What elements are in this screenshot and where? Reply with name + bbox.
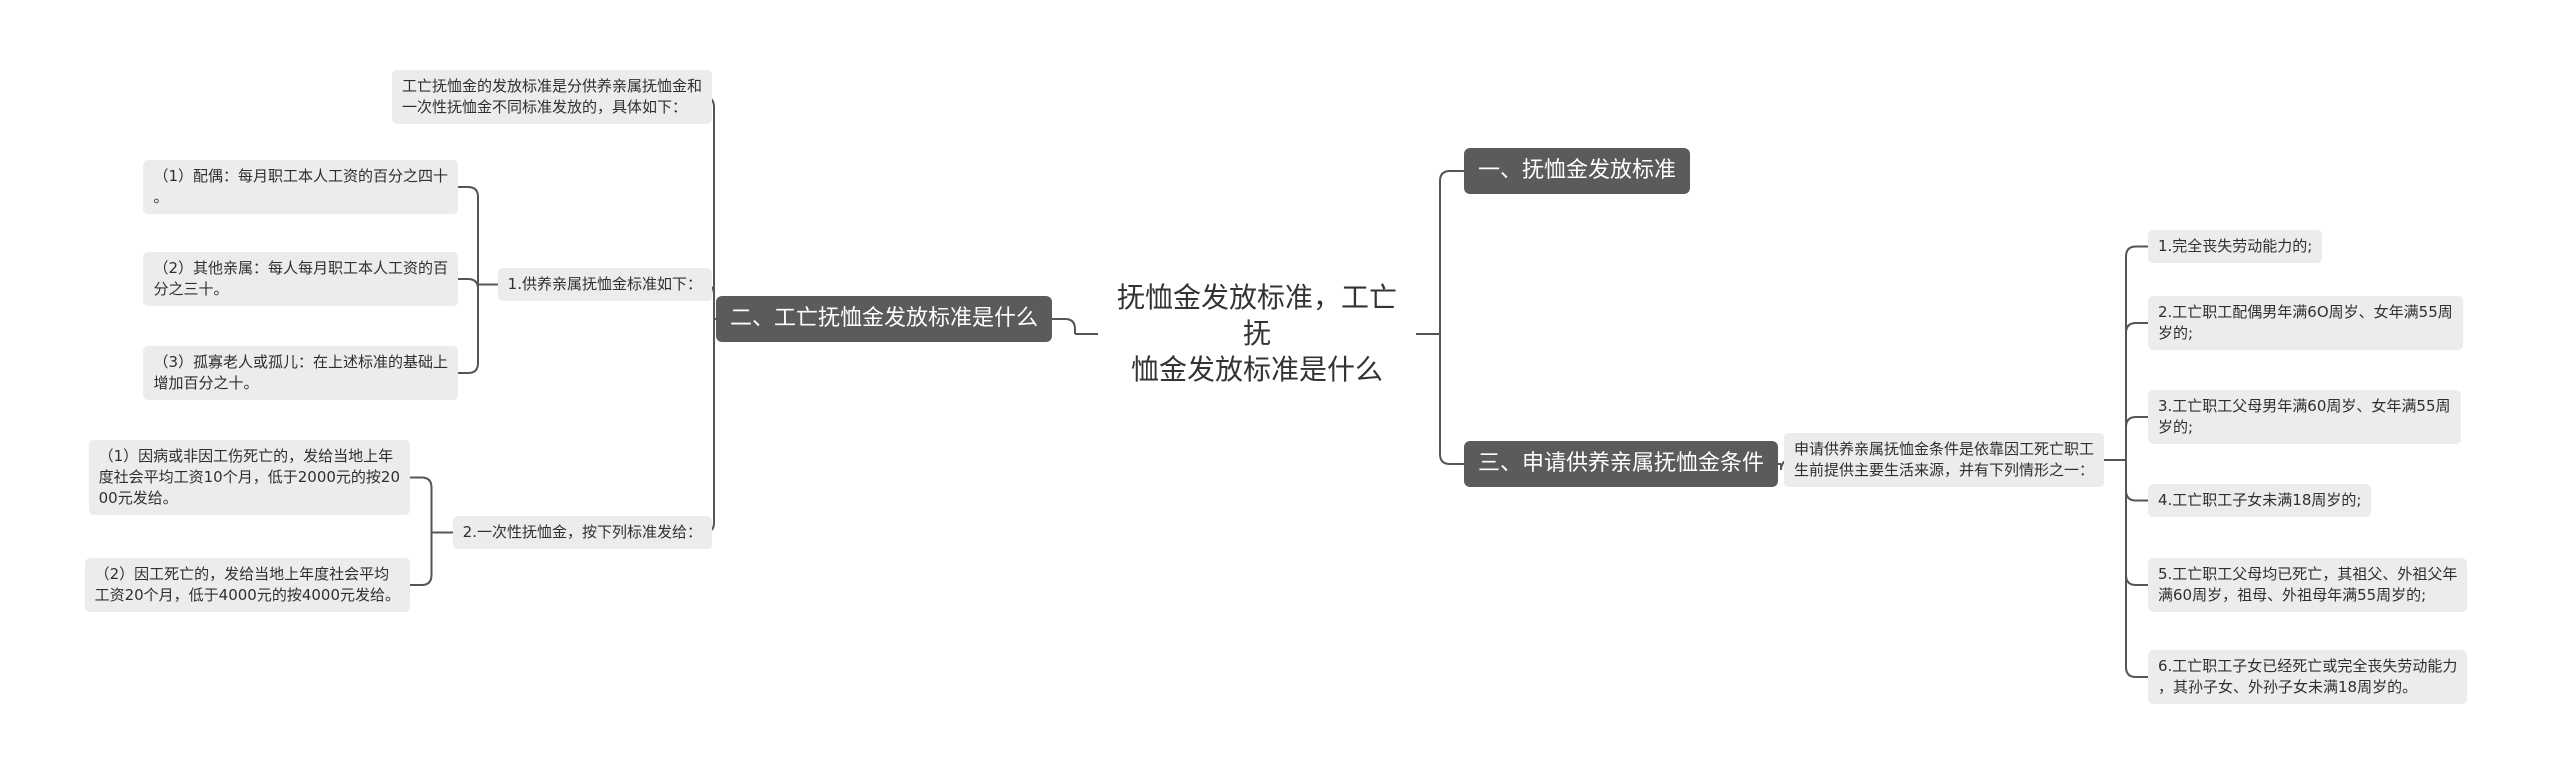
- sub-branch-dependents-pension: 1.供养亲属抚恤金标准如下：: [497, 268, 712, 301]
- root-topic: 抚恤金发放标准，工亡抚 恤金发放标准是什么: [1098, 276, 1416, 392]
- connector-line: [2125, 460, 2148, 502]
- dependents-item: （1）配偶：每月职工本人工资的百分之四十 。: [143, 160, 458, 214]
- condition-item: 1.完全丧失劳动能力的;: [2148, 230, 2323, 263]
- condition-item: 3.工亡职工父母男年满60周岁、女年满55周 岁的;: [2148, 390, 2461, 444]
- dependents-item: （3）孤寡老人或孤儿：在上述标准的基础上 增加百分之十。: [143, 346, 458, 400]
- connector-line: [1052, 318, 1076, 334]
- condition-item: 4.工亡职工子女未满18周岁的;: [2148, 484, 2372, 517]
- lump-sum-item: （2）因工死亡的，发给当地上年度社会平均 工资20个月，低于4000元的按400…: [84, 558, 410, 612]
- connector-line: [1439, 334, 1464, 465]
- connector-line: [458, 278, 479, 290]
- connector-line: [2125, 322, 2148, 460]
- connector-line: [2125, 460, 2148, 586]
- connector-line: [458, 186, 479, 285]
- connector-line: [2125, 460, 2148, 678]
- condition-item: 2.工亡职工配偶男年满6O周岁、女年满55周 岁的;: [2148, 296, 2463, 350]
- connector-line: [2125, 245, 2148, 460]
- pension-intro: 工亡抚恤金的发放标准是分供养亲属抚恤金和 一次性抚恤金不同标准发放的，具体如下：: [391, 70, 712, 124]
- sub-branch-lump-sum-pension: 2.一次性抚恤金，按下列标准发给：: [452, 516, 712, 549]
- branch-1-payout-standard[interactable]: 一、抚恤金发放标准: [1464, 148, 1691, 194]
- connector-line: [1439, 170, 1464, 334]
- dependents-item: （2）其他亲属：每人每月职工本人工资的百 分之三十。: [143, 252, 458, 306]
- connector-line: [2125, 416, 2148, 460]
- connector-line: [458, 284, 479, 374]
- connector-line: [410, 532, 433, 586]
- conditions-intro: 申请供养亲属抚恤金条件是依靠因工死亡职工 生前提供主要生活来源，并有下列情形之一…: [1784, 433, 2105, 487]
- connector-line: [410, 476, 433, 533]
- condition-item: 6.工亡职工子女已经死亡或完全丧失劳动能力 ，其孙子女、外孙子女未满18周岁的。: [2148, 650, 2468, 704]
- branch-3-application-conditions[interactable]: 三、申请供养亲属抚恤金条件: [1464, 441, 1779, 487]
- condition-item: 5.工亡职工父母均已死亡，其祖父、外祖父年 满60周岁，祖母、外祖母年满55周岁…: [2148, 558, 2468, 612]
- branch-2-work-death-pension[interactable]: 二、工亡抚恤金发放标准是什么: [715, 296, 1052, 342]
- lump-sum-item: （1）因病或非因工伤死亡的，发给当地上年 度社会平均工资10个月，低于2000元…: [88, 440, 410, 515]
- connector-line: [703, 319, 715, 534]
